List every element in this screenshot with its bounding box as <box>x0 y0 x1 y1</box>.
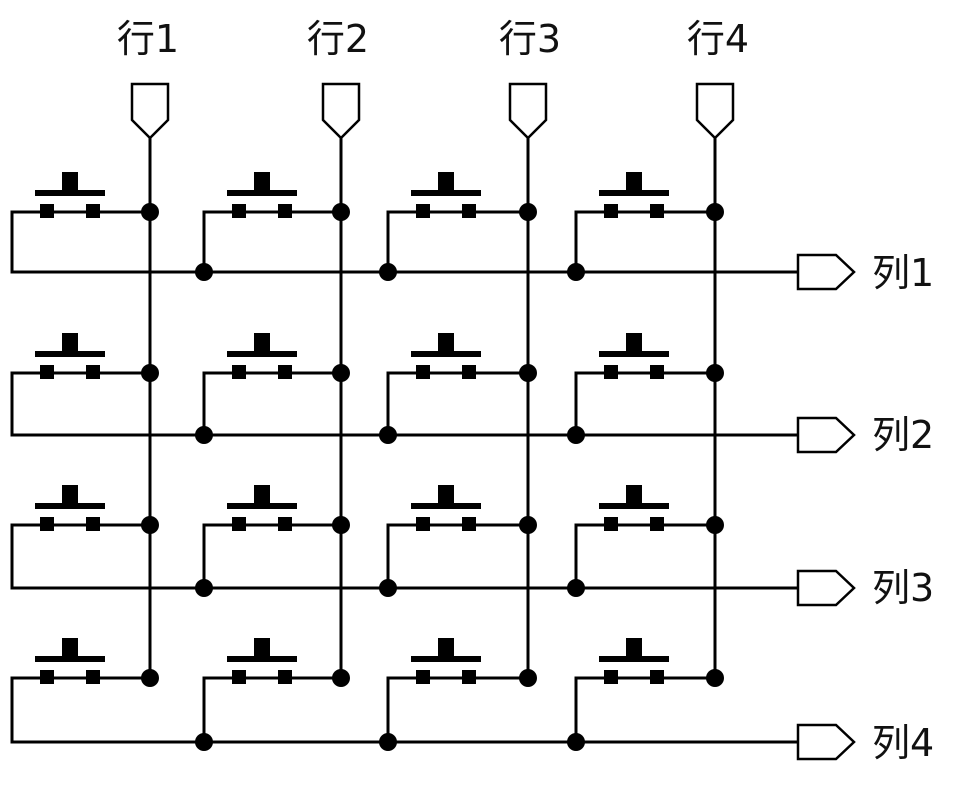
junction-row-4-1 <box>706 203 724 221</box>
column-label-4: 列4 <box>872 721 934 765</box>
column-4-port-icon <box>796 723 856 761</box>
push-button-2-3-icon <box>411 333 481 379</box>
junction-row-3-4 <box>519 669 537 687</box>
push-button-2-1-icon <box>35 333 105 379</box>
push-button-2-4-icon <box>599 333 669 379</box>
junction-column-4-4 <box>567 733 585 751</box>
wires-layer <box>10 136 800 744</box>
buttons-layer <box>35 172 669 684</box>
row-1-port-icon <box>130 82 170 140</box>
row-label-1: 行1 <box>117 17 179 61</box>
push-button-3-3-icon <box>411 485 481 531</box>
junction-column-1-4 <box>567 263 585 281</box>
junction-row-2-3 <box>332 516 350 534</box>
junctions-layer <box>141 203 724 751</box>
junction-row-1-4 <box>141 669 159 687</box>
junction-row-3-1 <box>519 203 537 221</box>
junction-column-2-3 <box>379 426 397 444</box>
push-button-4-4-icon <box>599 638 669 684</box>
push-button-1-4-icon <box>599 172 669 218</box>
push-button-1-3-icon <box>411 172 481 218</box>
junction-column-2-4 <box>567 426 585 444</box>
junction-row-4-4 <box>706 669 724 687</box>
junction-row-3-3 <box>519 516 537 534</box>
row-4-port-icon <box>695 82 735 140</box>
push-button-4-2-icon <box>227 638 297 684</box>
row-label-3: 行3 <box>499 17 561 61</box>
junction-row-3-2 <box>519 364 537 382</box>
column-2-port-icon <box>796 416 856 454</box>
row-label-4: 行4 <box>687 17 749 61</box>
column-1-port-icon <box>796 253 856 291</box>
junction-column-2-2 <box>195 426 213 444</box>
ports-layer <box>130 82 856 761</box>
junction-row-1-2 <box>141 364 159 382</box>
junction-row-2-4 <box>332 669 350 687</box>
junction-column-4-2 <box>195 733 213 751</box>
junction-row-1-3 <box>141 516 159 534</box>
junction-row-1-1 <box>141 203 159 221</box>
row-3-port-icon <box>508 82 548 140</box>
push-button-3-1-icon <box>35 485 105 531</box>
column-label-2: 列2 <box>872 413 934 457</box>
junction-column-1-3 <box>379 263 397 281</box>
junction-column-4-3 <box>379 733 397 751</box>
column-3-port-icon <box>796 569 856 607</box>
row-label-2: 行2 <box>307 17 369 61</box>
push-button-3-4-icon <box>599 485 669 531</box>
push-button-2-2-icon <box>227 333 297 379</box>
junction-row-4-3 <box>706 516 724 534</box>
push-button-4-3-icon <box>411 638 481 684</box>
column-label-3: 列3 <box>872 566 934 610</box>
push-button-4-1-icon <box>35 638 105 684</box>
junction-row-2-2 <box>332 364 350 382</box>
junction-column-3-3 <box>379 579 397 597</box>
junction-row-4-2 <box>706 364 724 382</box>
junction-column-3-2 <box>195 579 213 597</box>
push-button-3-2-icon <box>227 485 297 531</box>
junction-row-2-1 <box>332 203 350 221</box>
column-label-1: 列1 <box>872 251 934 295</box>
push-button-1-1-icon <box>35 172 105 218</box>
push-button-1-2-icon <box>227 172 297 218</box>
junction-column-3-4 <box>567 579 585 597</box>
row-2-port-icon <box>321 82 361 140</box>
junction-column-1-2 <box>195 263 213 281</box>
